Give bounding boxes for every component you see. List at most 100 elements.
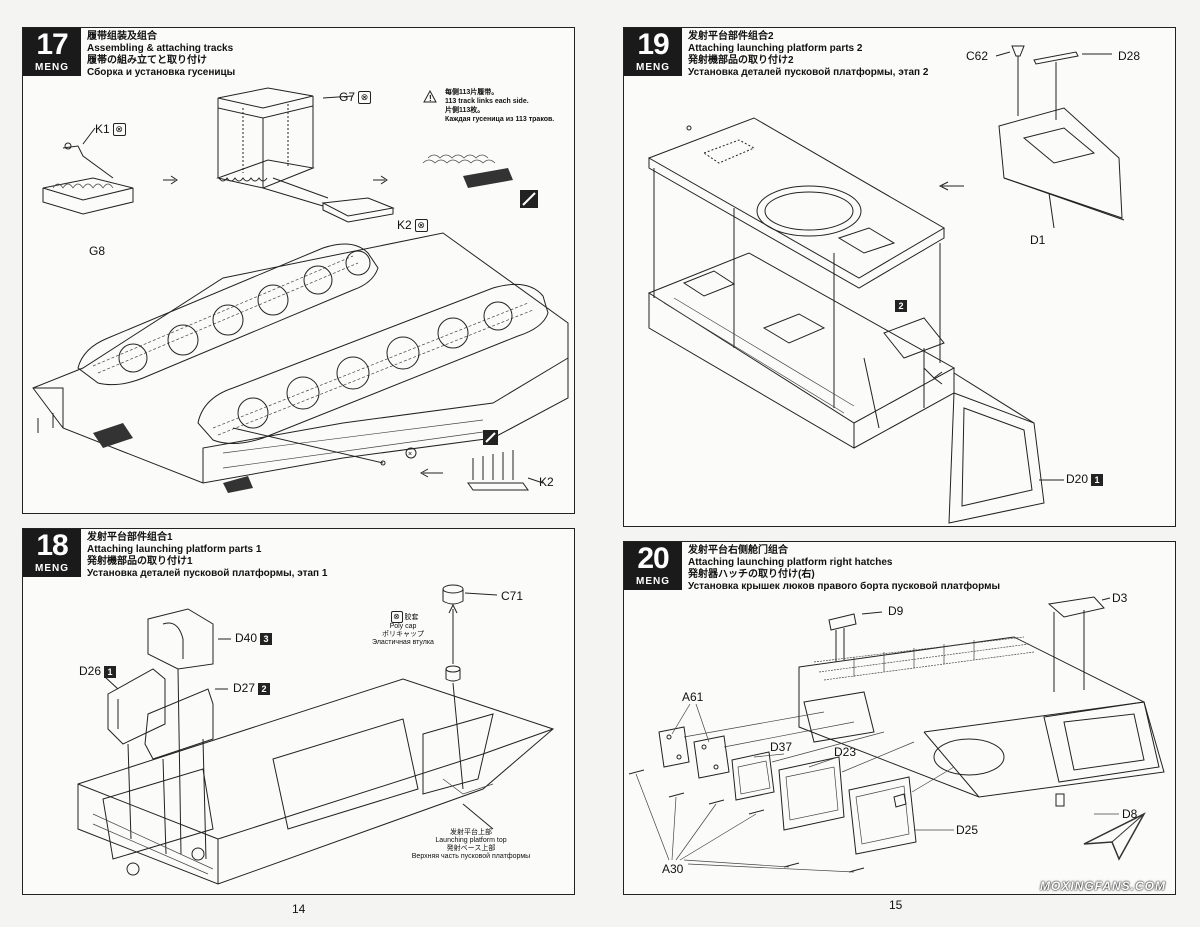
step-20-panel: 20 MENG 发射平台右侧舱门组合 Attaching launching p… <box>623 541 1176 895</box>
track-count-note: ! 每侧113片履带。 113 track links each side. 片… <box>423 88 554 124</box>
no-glue-icon: ⊗ <box>414 219 428 233</box>
step-18-illustration <box>77 584 554 885</box>
title-en: Attaching launching platform parts 1 <box>87 544 262 555</box>
label-d3: D3 <box>1112 591 1128 605</box>
brand-logo: MENG <box>35 563 69 574</box>
label-d25: D25 <box>956 823 979 837</box>
k2-sprue <box>467 430 544 491</box>
title-cn: 发射平台部件组合2 <box>688 31 774 42</box>
label-k2-bottom: K2 <box>539 475 554 489</box>
no-glue-icon: ⊗ <box>358 91 372 105</box>
svg-text:×: × <box>408 451 412 458</box>
title-ru: Установка деталей пусковой платформы, эт… <box>688 67 929 78</box>
title-jp: 発射器ハッチの取り付け(右) <box>688 569 815 580</box>
hatch-a61-right <box>693 735 730 779</box>
step-badge: 18 MENG <box>23 529 81 577</box>
part-d1 <box>998 107 1125 229</box>
page-number-left: 14 <box>292 902 306 916</box>
label-d37: D37 <box>770 740 793 754</box>
step-20-illustration <box>628 596 1165 873</box>
note-en: 113 track links each side. <box>445 98 529 105</box>
title-cn: 发射平台右侧舱门组合 <box>688 545 788 556</box>
title-jp: 発射機部品の取り付け1 <box>87 556 193 567</box>
label-part-2: 2 <box>892 298 907 312</box>
part-d20 <box>948 392 1064 524</box>
label-g7: G7⊗ <box>339 90 372 105</box>
hatch-d25 <box>848 776 917 855</box>
title-en: Attaching launching platform parts 2 <box>688 43 863 54</box>
platform-lower-frame <box>647 252 956 449</box>
step-badge: 19 MENG <box>624 28 682 76</box>
track-jig-g8 <box>42 127 134 215</box>
step-titles: 发射平台部件组合2 Attaching launching platform p… <box>688 31 928 79</box>
part-c71 <box>442 584 498 790</box>
label-d1: D1 <box>1030 233 1046 247</box>
title-en: Attaching launching platform right hatch… <box>688 557 893 568</box>
title-en: Assembling & attaching tracks <box>87 43 234 54</box>
step-number: 20 <box>637 542 669 575</box>
hinge-pins-a30 <box>628 769 865 873</box>
step-17-illustration: × <box>32 87 569 493</box>
svg-text:!: ! <box>429 94 432 103</box>
part-d27 <box>144 688 228 860</box>
step-19-illustration <box>647 45 1125 524</box>
page-number-right: 15 <box>889 898 903 912</box>
label-d28: D28 <box>1118 49 1141 63</box>
hull-with-tracks <box>32 232 569 493</box>
step-badge: 20 MENG <box>624 542 682 590</box>
title-jp: 履帯の組み立てと取り付け <box>87 55 207 66</box>
step-17-panel: 17 MENG 履带组装及组合 Assembling & attaching t… <box>22 27 575 514</box>
assembled-track-links <box>422 154 538 208</box>
track-tool-k2 <box>262 177 395 223</box>
label-d9: D9 <box>888 604 904 618</box>
platform-body <box>798 636 1165 807</box>
no-glue-icon: ⊗ <box>390 611 403 623</box>
platform-body <box>77 678 554 885</box>
platform-top-note: 发射平台上部 Launching platform top 発射ベース上部 Ве… <box>411 829 531 860</box>
step-19-panel: 19 MENG 发射平台部件组合2 Attaching launching pl… <box>623 27 1176 527</box>
label-k2-top: K2⊗ <box>397 218 428 233</box>
label-c62: C62 <box>966 49 989 63</box>
label-k1: K1⊗ <box>95 122 126 137</box>
label-a61: A61 <box>682 690 704 704</box>
platform-top-deck <box>647 117 945 289</box>
part-d40 <box>147 608 231 855</box>
note-jp: 片側113枚。 <box>445 107 485 114</box>
label-c71: C71 <box>501 589 524 603</box>
title-ru: Установка деталей пусковой платформы, эт… <box>87 568 328 579</box>
hatch-d37 <box>731 751 775 801</box>
title-cn: 履带组装及组合 <box>87 31 157 42</box>
title-ru: Установка крышек люков правого борта пус… <box>688 581 1001 592</box>
brand-logo: MENG <box>636 62 670 73</box>
title-cn: 发射平台部件组合1 <box>87 532 173 543</box>
part-d26 <box>104 668 166 840</box>
step-number: 18 <box>36 529 68 562</box>
label-g8: G8 <box>89 244 106 258</box>
label-a30: A30 <box>662 862 684 876</box>
note-cn: 每侧113片履带。 <box>445 89 499 96</box>
step-titles: 发射平台部件组合1 Attaching launching platform p… <box>87 532 327 580</box>
step-18-panel: 18 MENG 发射平台部件组合1 Attaching launching pl… <box>22 528 575 895</box>
label-d8: D8 <box>1122 807 1138 821</box>
step-badge: 17 MENG <box>23 28 81 76</box>
title-ru: Сборка и установка гусеницы <box>87 67 236 78</box>
hatch-d23 <box>778 756 845 831</box>
watermark: MOXINGFANS.COM <box>1040 879 1167 893</box>
brand-logo: MENG <box>35 62 69 73</box>
no-glue-icon: ⊗ <box>112 123 126 137</box>
warning-icon: ! <box>423 89 437 103</box>
step-titles: 发射平台右侧舱门组合 Attaching launching platform … <box>688 545 1000 593</box>
brand-logo: MENG <box>636 576 670 587</box>
hatch-a61-left <box>658 726 690 768</box>
note-ru: Каждая гусеница из 113 траков. <box>445 116 555 123</box>
polycap-note: ⊗ 胶套 Poly cap ポリキャップ Эластичная втулка <box>372 611 434 646</box>
label-d23: D23 <box>834 745 857 759</box>
watermark-logo <box>1083 812 1146 861</box>
step-number: 19 <box>637 28 669 61</box>
step-titles: 履带组装及组合 Assembling & attaching tracks 履帯… <box>87 31 235 79</box>
step-number: 17 <box>36 28 68 61</box>
